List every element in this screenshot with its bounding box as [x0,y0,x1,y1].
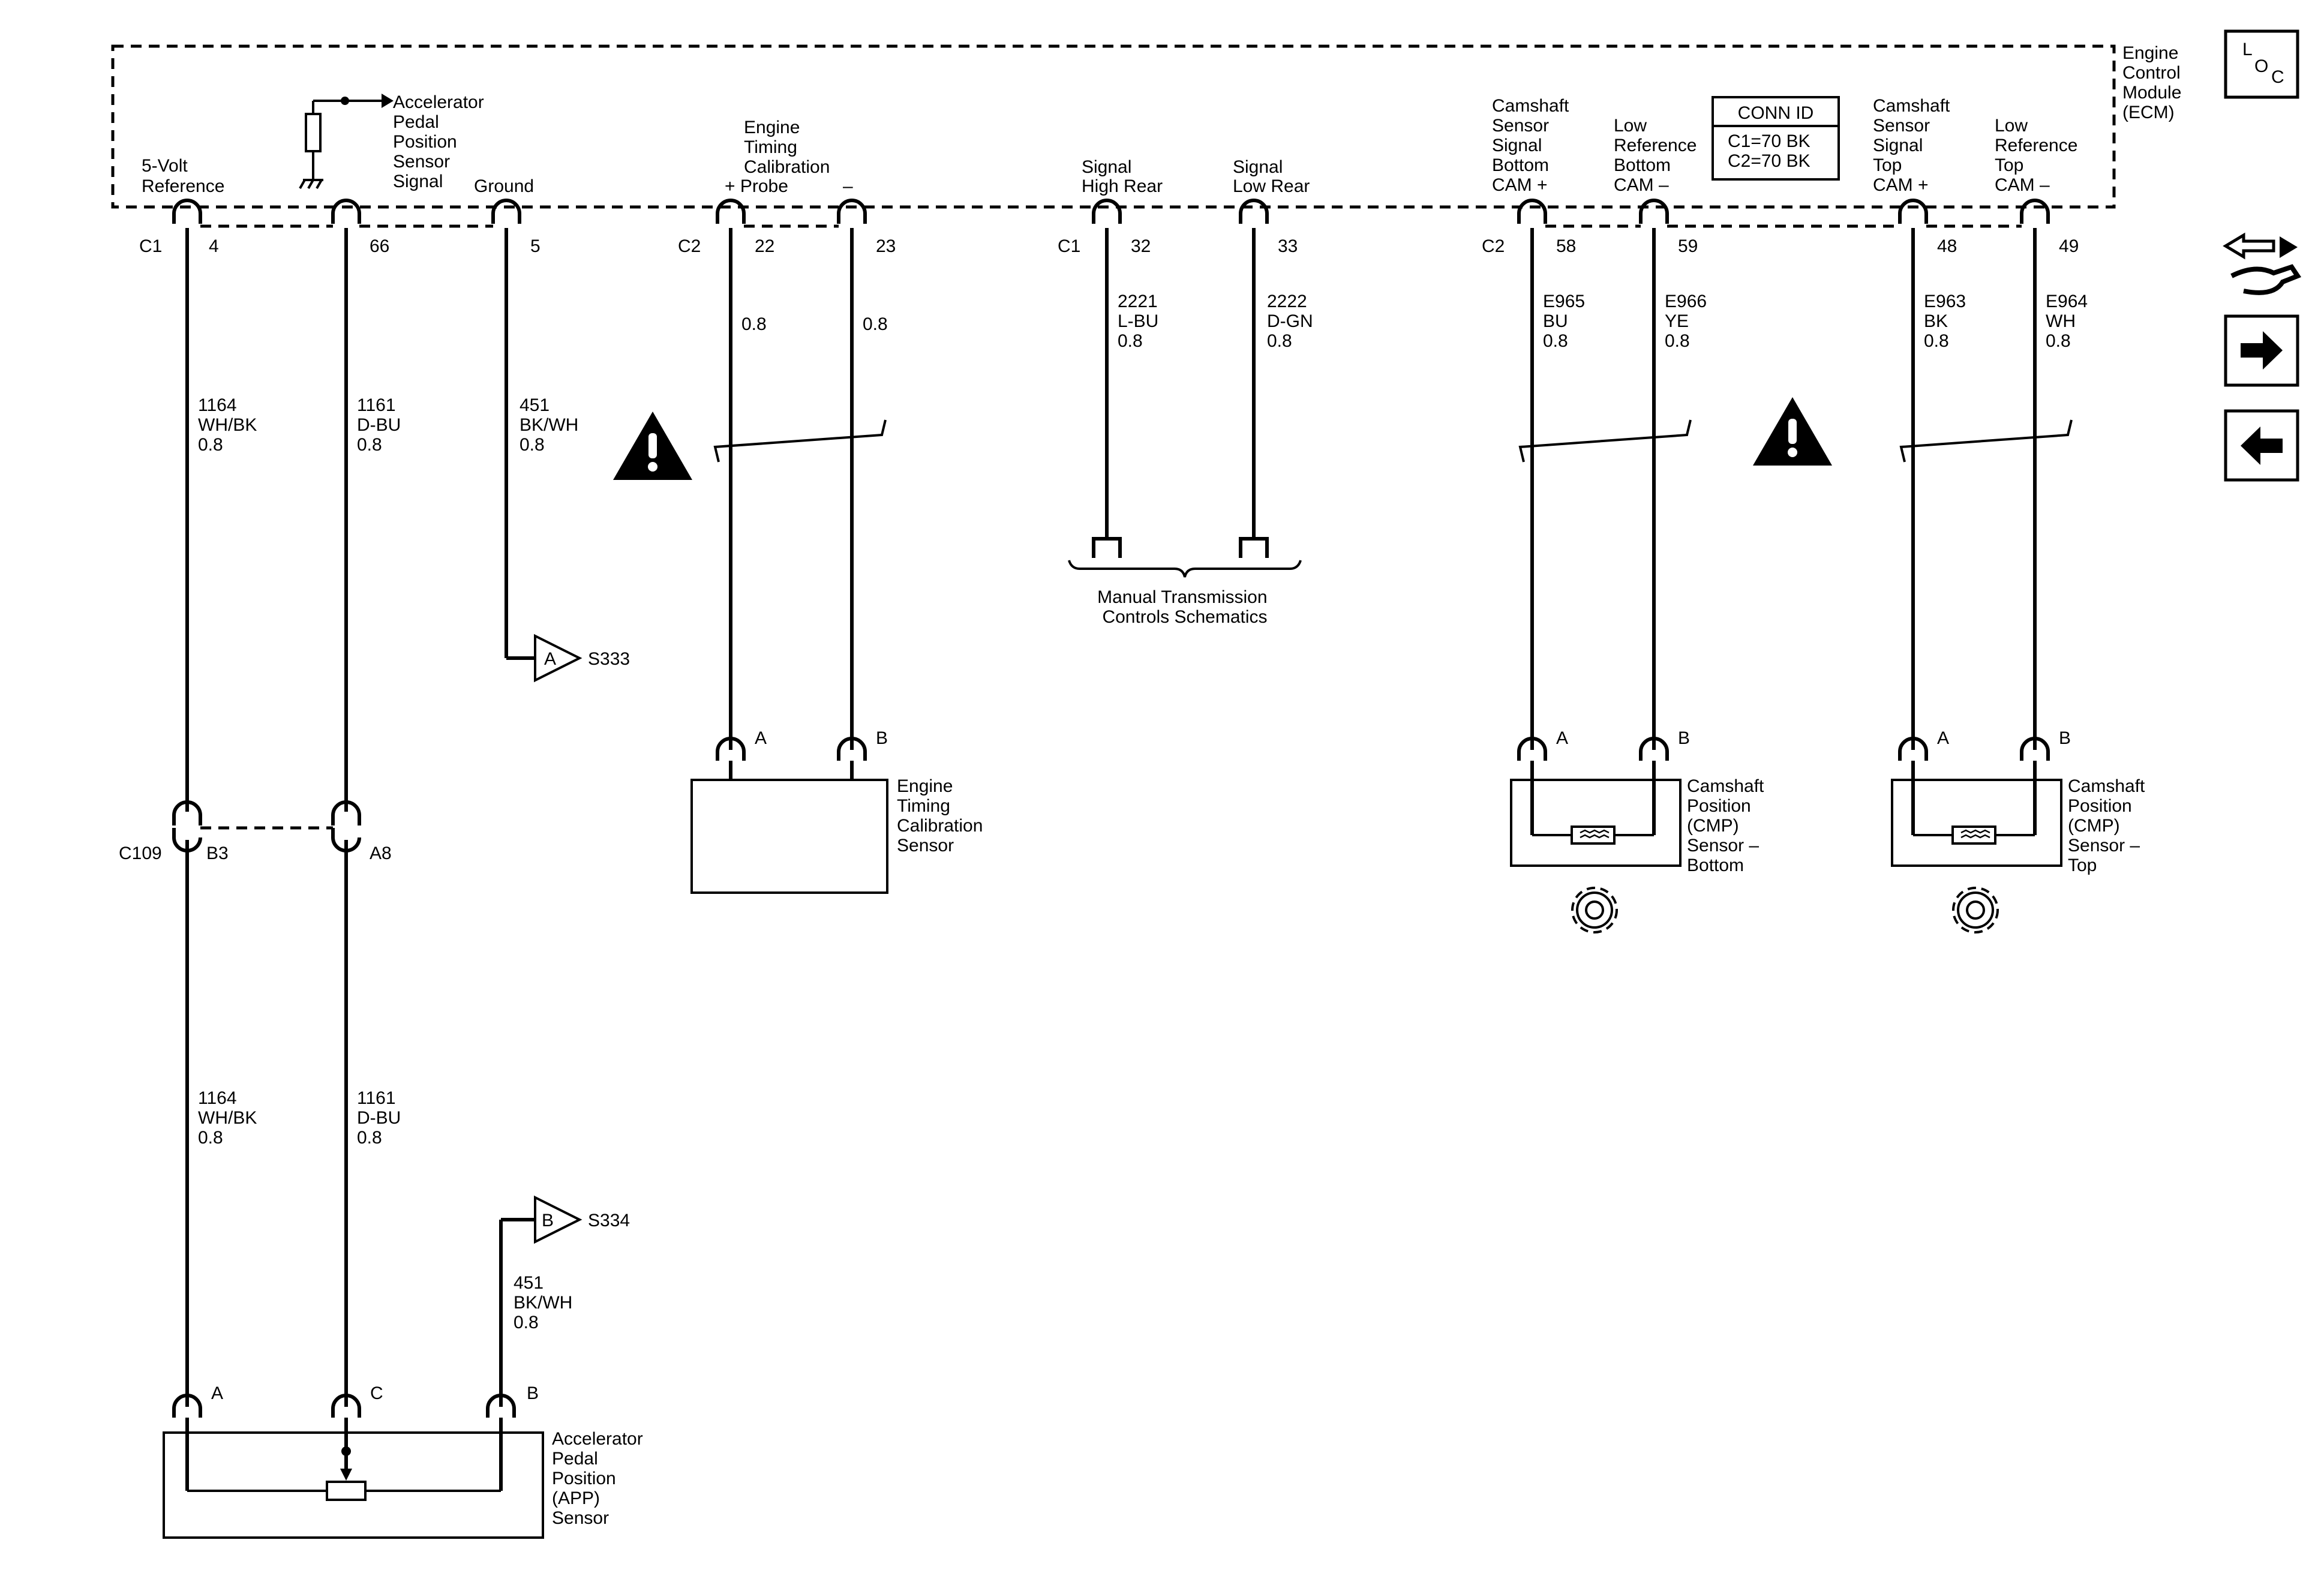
label-etc-probe: Engine Timing Calibration + Probe [725,118,835,196]
cmpt-pin-a: A [1937,728,1949,748]
cmp-bottom-label: Camshaft Position (CMP) Sensor – Bottom [1687,776,1769,875]
wire-1161-upper: 1161 D-BU 0.8 [357,395,406,455]
wire-e966: E966 YE 0.8 [1665,292,1712,351]
wire-pin23-size: 0.8 [863,314,888,334]
connector-c2-etc: C2 [678,236,701,256]
app-sensor-label: Accelerator Pedal Position (APP) Sensor [552,1429,648,1528]
label-signal-high-rear: Signal High Rear [1082,157,1163,196]
manual-trans-reference [1068,537,1302,578]
pin-5: 5 [530,236,541,256]
label-etc-minus: – [843,176,853,196]
wire-pin22-size: 0.8 [741,314,767,334]
svg-text:A: A [544,649,556,669]
pin-23: 23 [876,236,896,256]
ecm-name: Engine Control Module (ECM) [2122,43,2187,122]
cmpt-pin-b: B [2059,728,2071,748]
app-pin-c: C [370,1383,383,1403]
caution-icon-cmp [1753,397,1832,466]
conn-id-box: CONN ID C1=70 BK C2=70 BK [1712,96,1840,181]
gear-icon-bottom [1571,887,1618,933]
connector-swap-icon[interactable] [2223,232,2302,295]
wire-2221: 2221 L-BU 0.8 [1118,292,1164,351]
wire-451-lower: 451 BK/WH 0.8 [514,1273,578,1332]
svg-text:C2=70 BK: C2=70 BK [1728,151,1810,171]
pin-66: 66 [370,236,389,256]
manual-trans-label: Manual Transmission Controls Schematics [1097,587,1272,627]
wire-451-upper: 451 BK/WH 0.8 [520,395,584,455]
loc-icon[interactable]: L O C [2224,29,2299,99]
svg-text:O: O [2254,56,2268,76]
app-pin-a: A [211,1383,223,1403]
cmp-sensor-top [1891,737,2062,867]
cmp-sensor-bottom [1510,737,1682,867]
pin-33: 33 [1278,236,1298,256]
svg-text:C1=70 BK: C1=70 BK [1728,131,1810,151]
label-cam-top-signal: Camshaft Sensor Signal Top CAM + [1873,96,1955,195]
wire-e965: E965 BU 0.8 [1543,292,1590,351]
label-app-signal: Accelerator Pedal Position Sensor Signal [393,92,489,191]
etc-pin-a: A [755,728,767,748]
svg-text:S333: S333 [588,649,630,669]
etc-sensor [690,737,888,894]
label-signal-low-rear: Signal Low Rear [1233,157,1310,196]
wire-1161-lower: 1161 D-BU 0.8 [357,1088,406,1148]
gear-icon-top [1952,887,1999,933]
pin-58: 58 [1556,236,1576,256]
svg-text:S334: S334 [588,1211,630,1230]
arrow-right-icon[interactable] [2224,314,2299,387]
cmpb-pin-a: A [1556,728,1568,748]
connector-c109 [172,800,361,852]
svg-text:C: C [2271,67,2284,87]
cmp-top-label: Camshaft Position (CMP) Sensor – Top [2068,776,2150,875]
ecm-internal-pullup [299,94,394,189]
wire-1164-lower: 1164 WH/BK 0.8 [198,1088,262,1148]
twisted-pair-markers [713,419,2073,463]
wire-2222: 2222 D-GN 0.8 [1267,292,1318,351]
pin-a8: A8 [370,843,392,863]
pin-59: 59 [1678,236,1698,256]
wire-1164-upper: 1164 WH/BK 0.8 [198,395,262,455]
pin-b3: B3 [206,843,229,863]
pin-22: 22 [755,236,774,256]
app-pin-b: B [527,1383,539,1403]
wire-e963: E963 BK 0.8 [1924,292,1971,351]
connector-c2-right: C2 [1482,236,1505,256]
label-5v-reference: 5-Volt Reference [142,156,224,196]
cmpb-pin-b: B [1678,728,1690,748]
arrow-left-icon[interactable] [2224,409,2299,482]
caution-icon-etc [613,412,692,480]
label-cam-bottom-low-ref: Low Reference Bottom CAM – [1614,116,1702,195]
label-cam-top-low-ref: Low Reference Top CAM – [1995,116,2083,195]
wire-e964: E964 WH 0.8 [2046,292,2092,351]
splice-s334: B S334 [534,1195,630,1244]
app-sensor [163,1394,544,1539]
wires [185,228,2037,1407]
pin-32: 32 [1131,236,1151,256]
svg-text:B: B [542,1211,554,1230]
connector-c109-label: C109 [119,843,162,863]
pin-49: 49 [2059,236,2079,256]
splice-s333: A S333 [534,634,630,683]
label-ground: Ground [474,176,534,196]
connector-c1-mid: C1 [1058,236,1080,256]
pin-48: 48 [1937,236,1957,256]
connector-c1-left: C1 [139,236,162,256]
ecm-terminals [172,199,2050,228]
pin-4: 4 [209,236,219,256]
ecm-boundary [111,44,2116,209]
svg-text:CONN ID: CONN ID [1738,103,1814,123]
etc-pin-b: B [876,728,888,748]
etc-sensor-label: Engine Timing Calibration Sensor [897,776,988,855]
label-cam-bottom-signal: Camshaft Sensor Signal Bottom CAM + [1492,96,1574,195]
svg-text:L: L [2242,40,2253,59]
